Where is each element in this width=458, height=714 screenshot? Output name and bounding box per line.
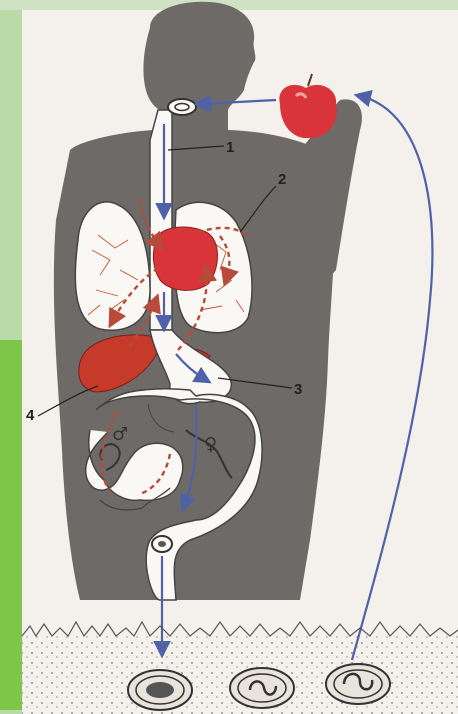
label-1: 1 bbox=[226, 139, 234, 156]
egg-in-soil-2 bbox=[230, 668, 294, 708]
label-3: 3 bbox=[294, 381, 302, 398]
female-symbol: ♀ bbox=[204, 434, 217, 455]
egg-in-soil-3 bbox=[326, 664, 390, 704]
egg-in-soil-1 bbox=[128, 670, 192, 710]
egg-exit-icon bbox=[152, 536, 172, 552]
male-symbol: ♂ bbox=[112, 424, 128, 445]
label-4: 4 bbox=[26, 407, 35, 424]
apple-icon bbox=[279, 74, 336, 138]
label-2: 2 bbox=[278, 171, 286, 188]
